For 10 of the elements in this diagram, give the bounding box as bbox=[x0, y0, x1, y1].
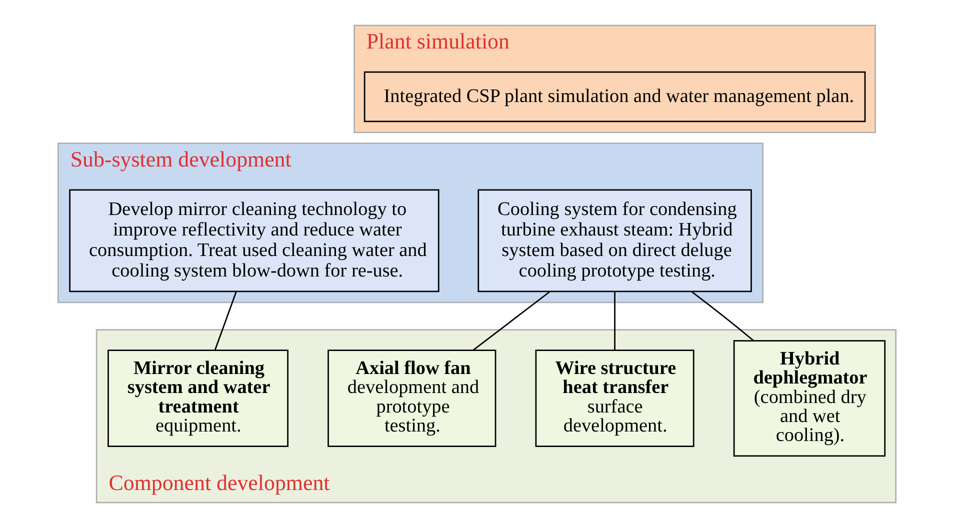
node-box: Wire structure heat transfer surface development. bbox=[535, 349, 694, 447]
connector bbox=[472, 290, 550, 350]
node-box: Hybrid dephlegmator (combined dry and wet cooling). bbox=[733, 340, 886, 456]
connector bbox=[214, 290, 237, 350]
node-box: Axial flow fan development and prototype testing. bbox=[328, 349, 496, 447]
node-box: Mirror cleaning system and water treatment equipment. bbox=[108, 349, 288, 447]
node-box: Develop mirror cleaning technology to improve reflectivity and reduce water consumption. Treat used cleaning water and cooling system blow-down for re-use. bbox=[69, 188, 440, 292]
node-box: Cooling system for condensing turbine exhaust steam: Hybrid system based on direct deluge cooling prototype testing. bbox=[478, 188, 752, 292]
node-box: Integrated CSP plant simulation and water management plan. bbox=[364, 70, 866, 122]
connector bbox=[614, 291, 616, 350]
